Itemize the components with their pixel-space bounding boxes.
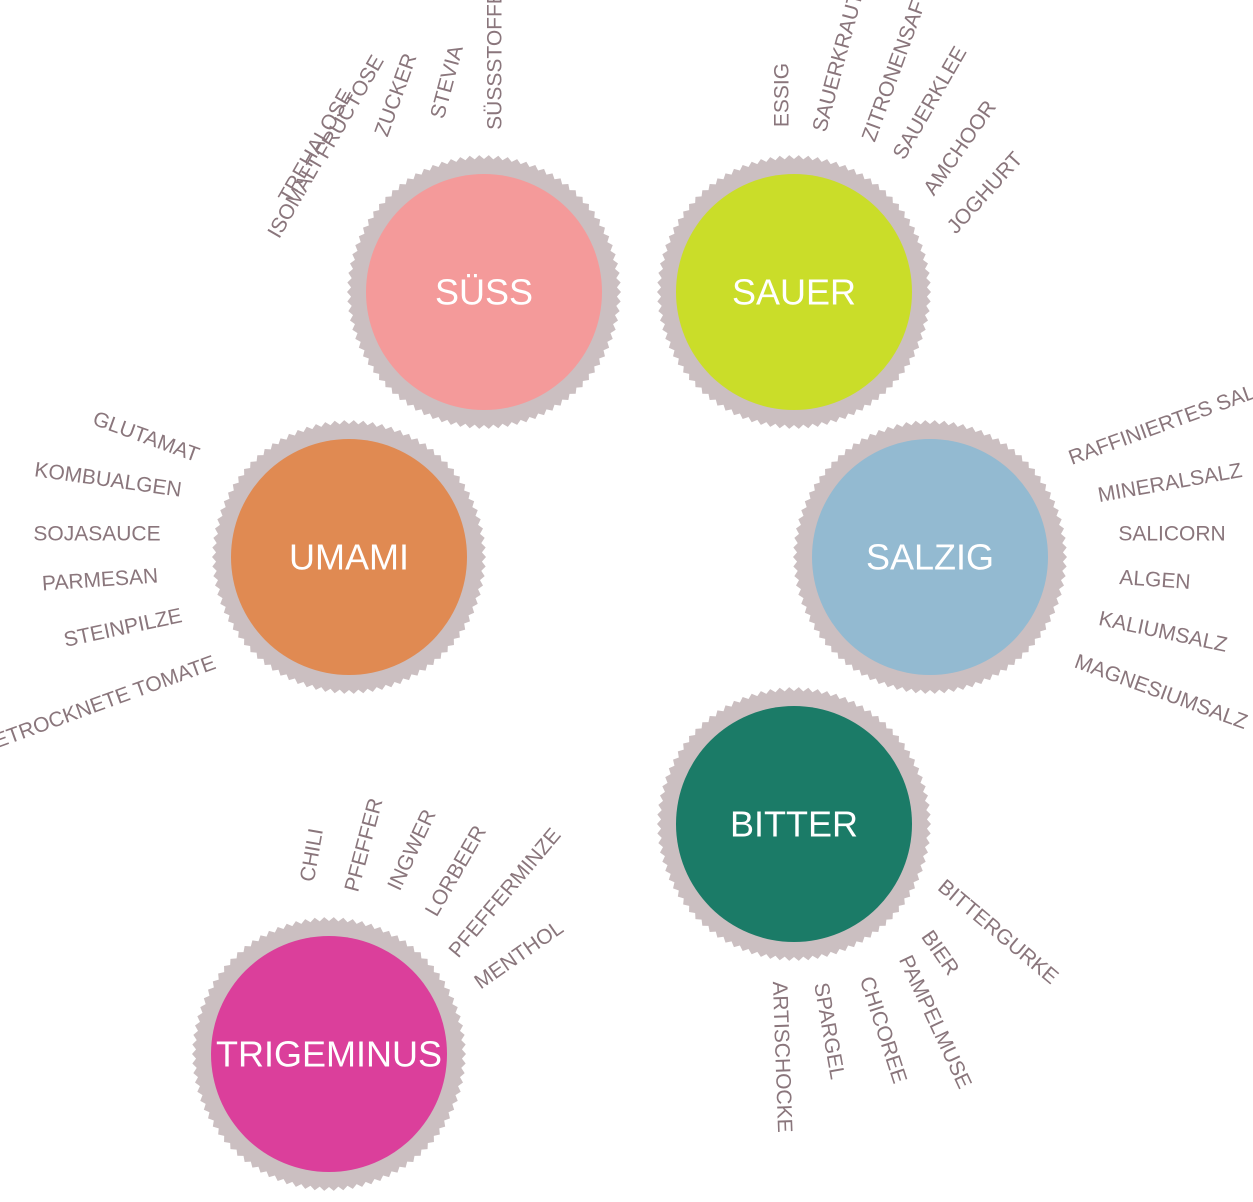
taste-label-umami: UMAMI [289, 537, 409, 578]
taste-label-sauer: SAUER [732, 272, 856, 313]
taste-label-trigeminus: TRIGEMINUS [216, 1034, 442, 1075]
taste-item-suess: SÜSSSTOFFE [484, 0, 507, 130]
taste-node-suess: SÜSS [347, 155, 621, 429]
taste-item-salzig: ALGEN [1119, 566, 1192, 594]
taste-item-sauer: SAUERKRAUT [808, 0, 867, 134]
taste-item-bitter: SPARGEL [809, 981, 849, 1081]
taste-item-suess: STEVIA [426, 43, 468, 121]
taste-item-salzig: RAFFINIERTES SALZ [1066, 376, 1253, 469]
taste-circle-umami [231, 439, 467, 675]
taste-node-bitter: BITTER [657, 687, 931, 961]
taste-item-umami: SOJASAUCE [33, 523, 160, 546]
taste-item-salzig: MINERALSALZ [1096, 459, 1244, 507]
taste-node-salzig: SALZIG [793, 420, 1067, 694]
taste-item-trigeminus: CHILI [296, 827, 328, 884]
taste-label-suess: SÜSS [435, 272, 533, 313]
taste-item-umami: GLUTAMAT [90, 407, 203, 467]
taste-item-bitter: ARTISCHOCKE [768, 981, 796, 1133]
taste-circle-sauer [676, 174, 912, 410]
taste-item-salzig: MAGNESIUMSALZ [1072, 650, 1251, 734]
taste-item-salzig: SALICORN [1118, 523, 1225, 546]
taste-item-sauer: ESSIG [771, 63, 794, 127]
taste-node-sauer: SAUER [657, 155, 931, 429]
taste-label-salzig: SALZIG [866, 537, 994, 578]
taste-circle-salzig [812, 439, 1048, 675]
taste-item-trigeminus: PFEFFER [341, 796, 388, 894]
taste-item-bitter: CHICOREE [855, 974, 911, 1087]
taste-item-suess: FRUCTOSE [311, 51, 388, 162]
taste-label-bitter: BITTER [730, 804, 858, 845]
taste-item-umami: GETROCKNETE TOMATE [0, 651, 219, 758]
taste-item-umami: KOMBUALGEN [33, 458, 183, 501]
taste-item-trigeminus: INGWER [383, 806, 440, 894]
taste-circles: SÜSS SAUER UMAMI SALZIG BITTER TRIGEMINUS [192, 155, 1067, 1191]
taste-circle-trigeminus [211, 936, 447, 1172]
taste-circle-bitter [676, 706, 912, 942]
taste-node-trigeminus: TRIGEMINUS [192, 917, 466, 1191]
taste-item-umami: STEINPILZE [62, 604, 184, 651]
taste-item-salzig: KALIUMSALZ [1097, 607, 1230, 657]
taste-circle-suess [366, 174, 602, 410]
taste-item-umami: PARMESAN [41, 564, 159, 595]
taste-node-umami: UMAMI [212, 420, 486, 694]
